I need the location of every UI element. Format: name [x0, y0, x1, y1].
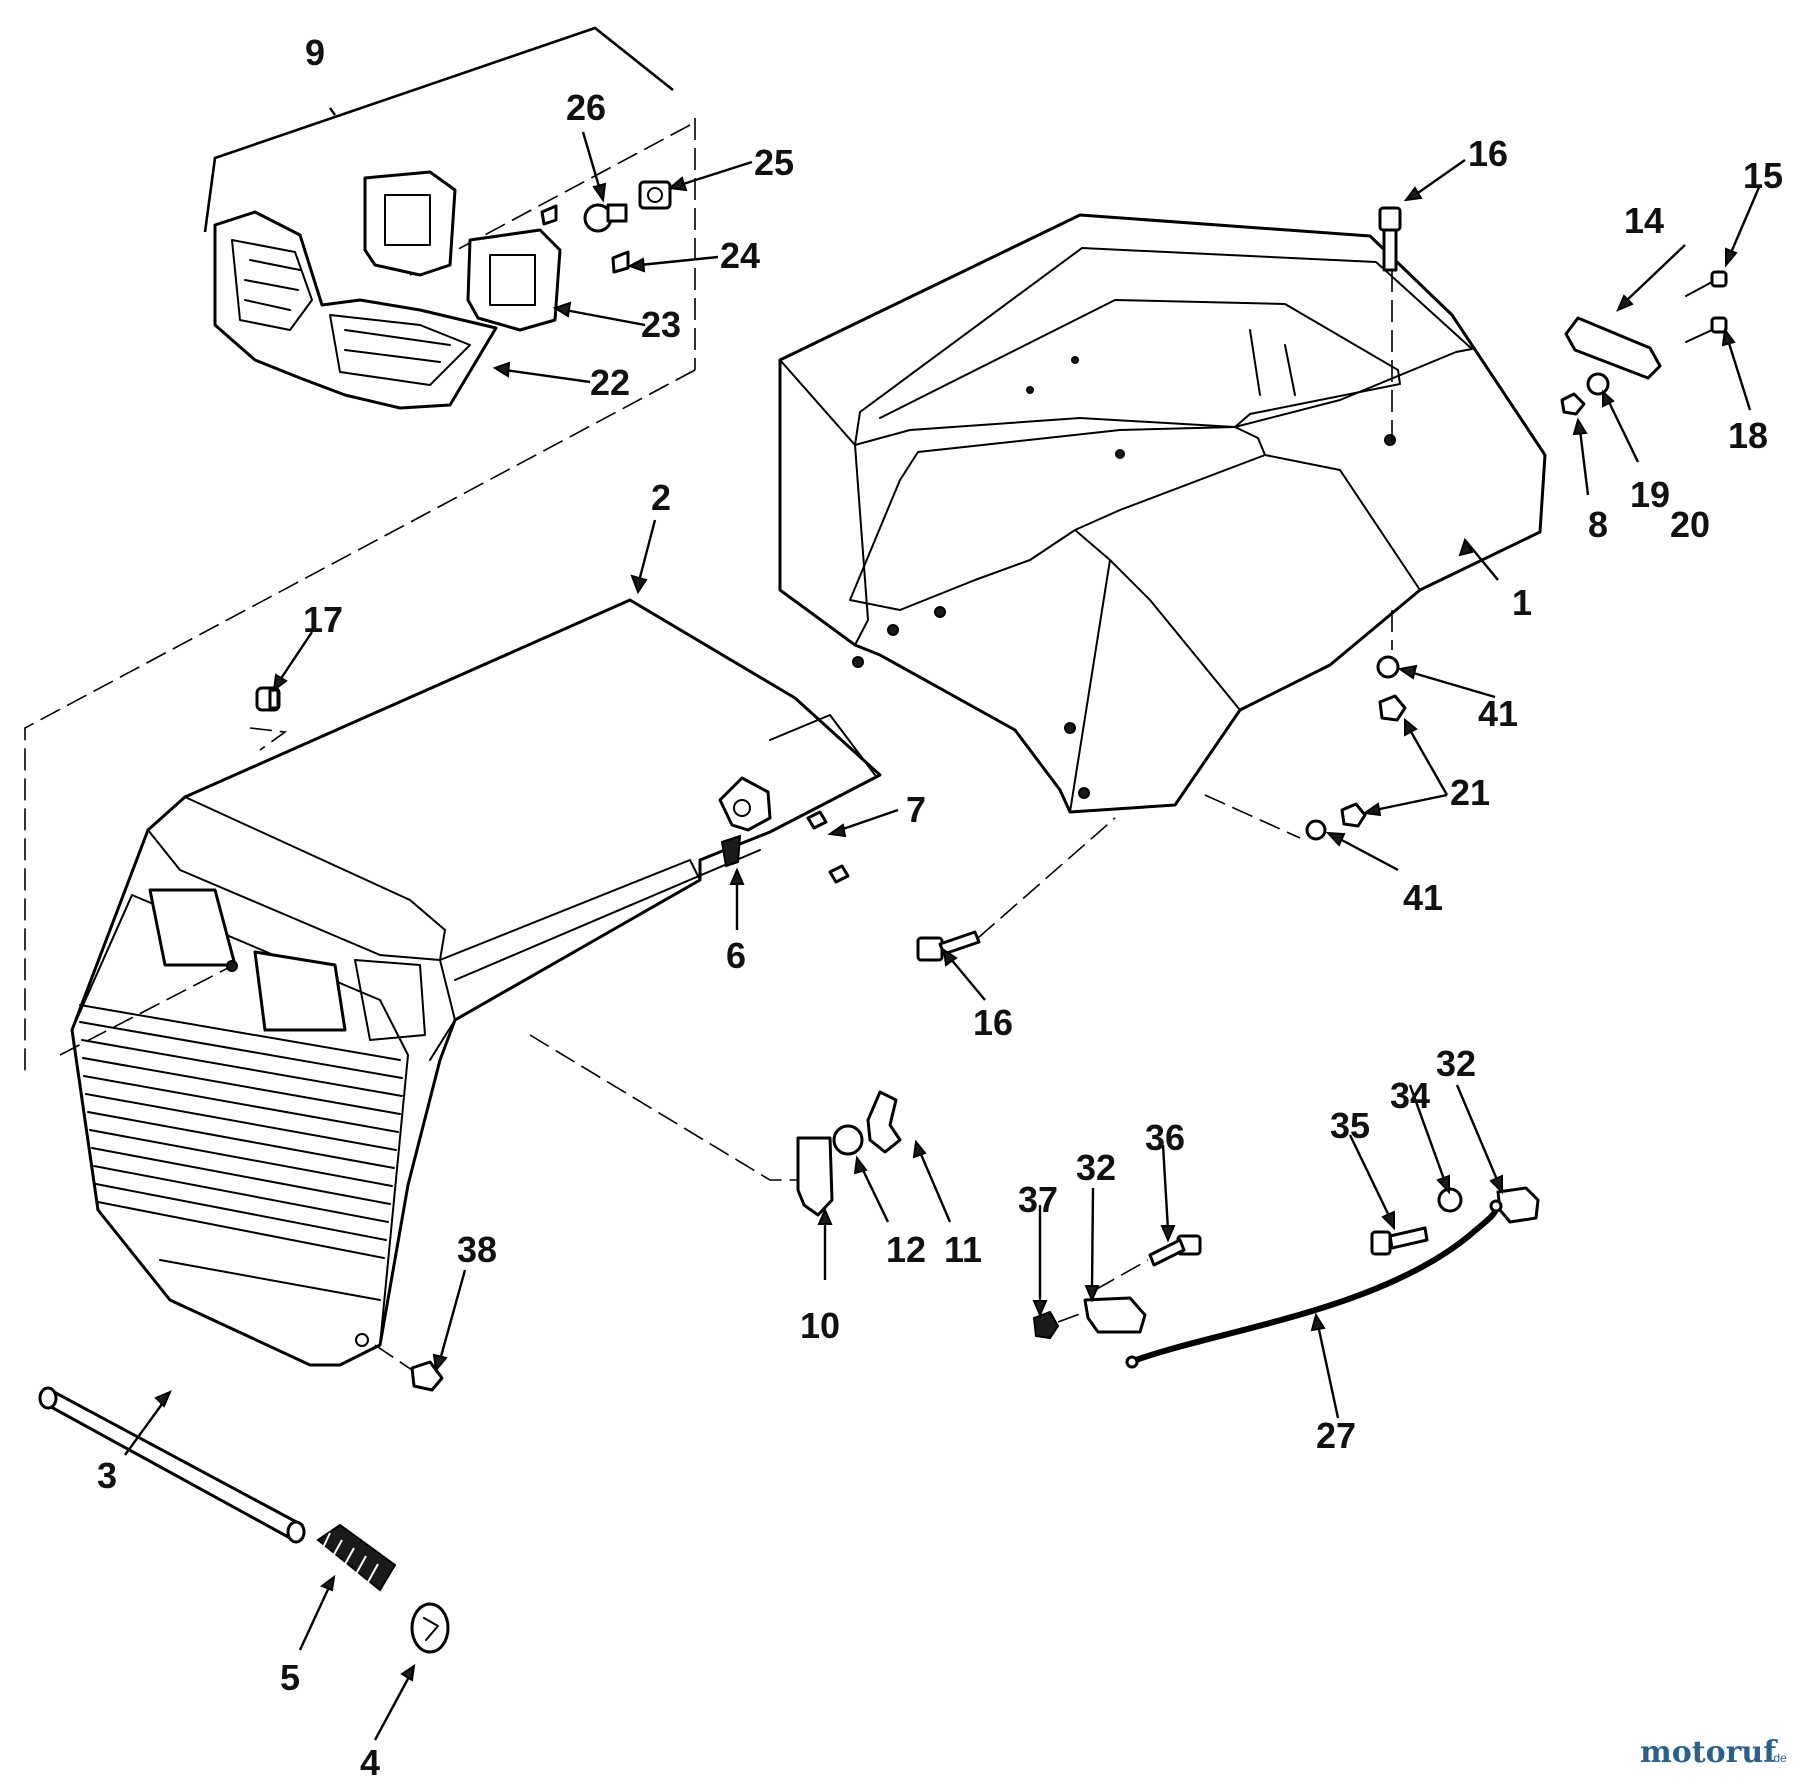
bolt-16-top: [1378, 206, 1402, 650]
callout-leaders: [124, 107, 1762, 1741]
callout-9: 9: [305, 32, 325, 73]
washer-41: [1376, 655, 1400, 679]
callout-27: 27: [1316, 1415, 1356, 1456]
wing-nut-11: [866, 1090, 902, 1154]
callout-35: 35: [1330, 1105, 1370, 1146]
bushing-38: [410, 1360, 444, 1392]
clip: [611, 250, 630, 274]
bracket-10: [796, 1136, 834, 1217]
reflector-housing: [363, 170, 457, 277]
callout-16-top: 16: [1468, 133, 1508, 174]
callout-16-lower: 16: [973, 1002, 1013, 1043]
screw-18: [1685, 316, 1728, 343]
hood-latch: [718, 776, 772, 868]
washer-12: [832, 1124, 864, 1156]
callout-32-right: 32: [1436, 1043, 1476, 1084]
clip: [540, 204, 558, 226]
fender-pan: [778, 213, 1547, 814]
callout-1: 1: [1512, 582, 1532, 623]
fender-outline: [778, 213, 1547, 814]
bolt-36: [1148, 1234, 1202, 1267]
headlight-lens: [213, 210, 498, 410]
callout-22: 22: [590, 362, 630, 403]
callout-8: 8: [1588, 504, 1608, 545]
hood: [59, 598, 882, 1367]
bracket-9: [203, 26, 674, 233]
socket: [638, 180, 672, 210]
watermark-text: motoruf: [1640, 1735, 1778, 1770]
bulb: [583, 203, 628, 233]
callout-24: 24: [720, 235, 760, 276]
nut-8: [1560, 392, 1586, 416]
callout-6: 6: [726, 935, 746, 976]
callout-14: 14: [1624, 200, 1664, 241]
callout-38: 38: [457, 1229, 497, 1270]
callout-20: 20: [1670, 504, 1710, 545]
callout-32-left: 32: [1076, 1147, 1116, 1188]
lock-washer-19: [1586, 372, 1610, 396]
callout-labels: 1 2 3 4 5 6 7 8 9 10 11 12 14 15 16 16 1…: [97, 32, 1783, 1777]
grille-louvers: [79, 1004, 403, 1301]
clamp-32: [1083, 1296, 1147, 1334]
callout-34: 34: [1390, 1075, 1430, 1116]
callout-26: 26: [566, 87, 606, 128]
hood-pivot-rod: [38, 1386, 306, 1544]
nut-21: [1378, 694, 1407, 722]
clamp-32: [1496, 1186, 1540, 1224]
reflector-housing: [466, 228, 562, 332]
callout-2: 2: [651, 477, 671, 518]
bumper-17: [255, 686, 281, 712]
callout-17: 17: [303, 599, 343, 640]
plate-14: [1564, 316, 1662, 380]
cable: [1125, 1199, 1503, 1369]
callout-36: 36: [1145, 1117, 1185, 1158]
bolt-35: [1370, 1226, 1429, 1256]
watermark-domain: .de: [1770, 1751, 1787, 1765]
callout-18: 18: [1728, 415, 1768, 456]
spring: [316, 1523, 397, 1592]
retainer-ring: [410, 1602, 450, 1654]
nut-37: [1032, 1310, 1060, 1340]
callout-41-lower: 41: [1403, 877, 1443, 918]
callout-37: 37: [1018, 1179, 1058, 1220]
callout-15: 15: [1743, 155, 1783, 196]
callout-3: 3: [97, 1455, 117, 1496]
callout-41-upper: 41: [1478, 693, 1518, 734]
callout-7: 7: [906, 789, 926, 830]
screw-7: [806, 810, 850, 884]
screw-15: [1685, 270, 1728, 297]
washer-41: [1305, 819, 1327, 841]
callout-5: 5: [280, 1657, 300, 1698]
callout-25: 25: [754, 142, 794, 183]
callout-19: 19: [1630, 474, 1670, 515]
callout-11: 11: [944, 1229, 982, 1270]
callout-21: 21: [1450, 772, 1490, 813]
callout-10: 10: [800, 1305, 840, 1346]
watermark-logo: motoruf .de: [1640, 1735, 1787, 1770]
nut-21: [1340, 802, 1367, 828]
callout-12: 12: [886, 1229, 926, 1270]
callout-4: 4: [360, 1742, 380, 1777]
headlight-opening: [253, 950, 347, 1032]
headlight-assembly: [24, 26, 696, 1075]
bolt-16-lower: [916, 817, 1116, 962]
callout-23: 23: [641, 304, 681, 345]
